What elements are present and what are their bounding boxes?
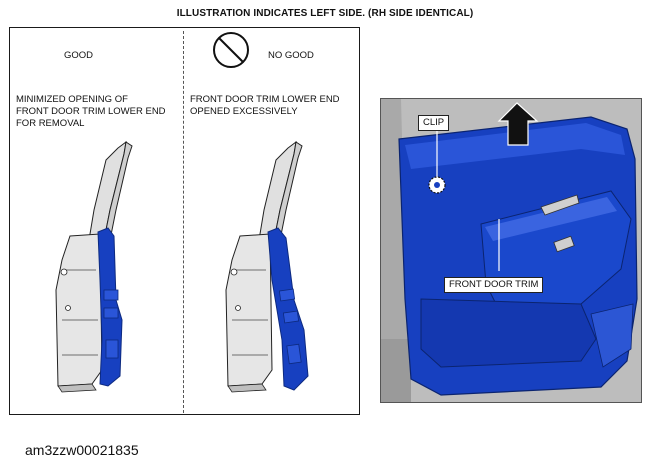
figure-id-caption: am3zzw00021835	[25, 442, 139, 458]
good-description-line-1: MINIMIZED OPENING OF	[16, 94, 128, 105]
comparison-panel	[9, 27, 360, 415]
good-description: MINIMIZED OPENING OF FRONT DOOR TRIM LOW…	[16, 94, 166, 130]
clip-callout: CLIP	[418, 115, 450, 131]
good-description-line-2: FRONT DOOR TRIM LOWER END	[16, 106, 166, 117]
no-good-door-illustration	[225, 140, 309, 393]
panel-divider	[183, 31, 184, 413]
no-good-description: FRONT DOOR TRIM LOWER END OPENED EXCESSI…	[190, 94, 340, 118]
door-trim-drawing	[381, 99, 641, 402]
prohibited-icon	[213, 32, 249, 68]
no-good-label: NO GOOD	[268, 50, 314, 61]
up-arrow-icon	[497, 102, 539, 146]
no-good-description-line-2: OPENED EXCESSIVELY	[190, 106, 298, 117]
door-trim-removal-illustration: CLIP FRONT DOOR TRIM	[380, 98, 642, 403]
good-description-line-3: FOR REMOVAL	[16, 118, 85, 129]
front-door-trim-callout: FRONT DOOR TRIM	[444, 277, 544, 293]
good-door-illustration	[55, 140, 133, 393]
diagram-header: ILLUSTRATION INDICATES LEFT SIDE. (RH SI…	[176, 8, 474, 19]
good-label: GOOD	[64, 50, 94, 61]
no-good-description-line-1: FRONT DOOR TRIM LOWER END	[190, 94, 340, 105]
